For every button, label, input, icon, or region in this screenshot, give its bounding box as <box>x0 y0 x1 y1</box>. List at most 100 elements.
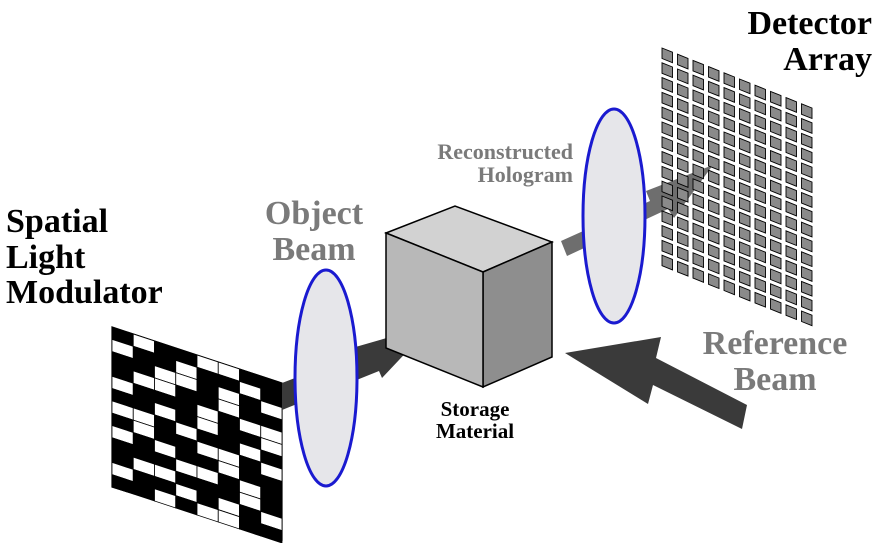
detector-pixel <box>785 170 797 187</box>
detector-pixel <box>801 103 813 120</box>
detector-pixel <box>785 215 797 232</box>
detector-pixel <box>723 205 735 222</box>
detector-pixel <box>785 156 797 173</box>
reconstructed-hologram-label: Reconstructed Hologram <box>403 140 573 186</box>
detector-pixel <box>754 128 766 145</box>
detector-pixel <box>785 259 797 276</box>
detector-pixel <box>692 237 704 254</box>
detector-pixel <box>723 101 735 118</box>
detector-pixel <box>677 142 689 159</box>
detector-pixel <box>708 125 720 142</box>
detector-pixel <box>754 188 766 205</box>
detector-pixel <box>739 211 751 228</box>
detector-pixel <box>708 184 720 201</box>
detector-pixel <box>754 143 766 160</box>
detector-pixel <box>801 251 813 268</box>
detector-pixel <box>754 217 766 234</box>
detector-pixel <box>754 291 766 308</box>
detector-pixel <box>785 126 797 143</box>
detector-pixel <box>770 135 782 152</box>
detector-pixel <box>739 152 751 169</box>
detector-pixel <box>785 304 797 321</box>
storage-label-line-1: Storage <box>440 397 510 421</box>
detector-pixel <box>770 90 782 107</box>
object-beam-label-line-2: Beam <box>272 230 356 268</box>
detector-pixel <box>708 199 720 216</box>
detector-pixel <box>708 213 720 230</box>
detector-pixel <box>785 96 797 113</box>
detector-pixel <box>677 83 689 100</box>
detector-pixel <box>692 163 704 180</box>
cube-front-face <box>385 231 484 389</box>
detector-pixel <box>661 180 673 197</box>
detector-pixel <box>801 310 813 327</box>
detector-pixel <box>770 120 782 137</box>
detector-pixel <box>739 226 751 243</box>
detector-pixel <box>677 201 689 218</box>
detector-pixel <box>754 276 766 293</box>
reference-beam-arrow <box>565 337 747 429</box>
detector-pixel <box>708 243 720 260</box>
slm-label: Spatial Light Modulator <box>6 204 163 311</box>
slm-pixel-grid <box>111 326 283 544</box>
detector-pixel <box>770 297 782 314</box>
detector-pixel <box>739 122 751 139</box>
detector-pixel <box>785 141 797 158</box>
detector-pixel <box>661 76 673 93</box>
detector-pixel <box>708 169 720 186</box>
detector-pixel <box>677 245 689 262</box>
detector-label-line-2: Array <box>783 40 872 78</box>
detector-pixel <box>661 62 673 79</box>
detector-pixel <box>739 167 751 184</box>
detector-pixel <box>692 104 704 121</box>
detector-pixel <box>677 157 689 174</box>
detector-pixel <box>708 80 720 97</box>
detector-pixel <box>692 192 704 209</box>
detector-pixel <box>801 177 813 194</box>
detector-pixel <box>770 194 782 211</box>
detector-pixel <box>723 234 735 251</box>
detector-pixel <box>723 116 735 133</box>
detector-pixel <box>723 175 735 192</box>
detector-pixel <box>677 53 689 70</box>
detector-pixel <box>801 236 813 253</box>
detector-pixel <box>770 209 782 226</box>
detector-pixel <box>723 190 735 207</box>
reconstructed-label-line-1: Reconstructed <box>437 139 573 164</box>
detector-pixel <box>801 191 813 208</box>
detector-pixel-grid <box>661 47 813 327</box>
detector-pixel <box>692 266 704 283</box>
detector-pixel <box>708 258 720 275</box>
detector-pixel <box>770 223 782 240</box>
storage-material-label: Storage Material <box>410 398 540 442</box>
slm-label-line-2: Light <box>6 238 86 276</box>
detector-pixel <box>754 247 766 264</box>
detector-pixel <box>754 158 766 175</box>
detector-pixel <box>739 137 751 154</box>
detector-array-label: Detector Array <box>700 6 872 77</box>
detector-pixel <box>801 132 813 149</box>
detector-pixel <box>677 68 689 85</box>
detector-pixel <box>739 241 751 258</box>
detector-pixel <box>677 127 689 144</box>
detector-pixel <box>739 181 751 198</box>
detector-pixel <box>785 230 797 247</box>
detector-pixel <box>677 216 689 233</box>
detector-pixel <box>770 164 782 181</box>
detector-pixel <box>785 244 797 261</box>
detector-pixel <box>785 289 797 306</box>
detector-pixel <box>708 139 720 156</box>
storage-label-line-2: Material <box>435 419 515 444</box>
detector-pixel <box>754 173 766 190</box>
detector-pixel <box>661 106 673 123</box>
detector-pixel <box>801 221 813 238</box>
detector-pixel <box>754 262 766 279</box>
detector-pixel <box>739 255 751 272</box>
object-beam-label: Object Beam <box>244 196 384 267</box>
detector-pixel <box>770 268 782 285</box>
detector-pixel <box>770 149 782 166</box>
detector-pixel <box>661 150 673 167</box>
detector-label-line-1: Detector <box>747 5 872 42</box>
detector-pixel <box>739 78 751 95</box>
detector-pixel <box>692 207 704 224</box>
